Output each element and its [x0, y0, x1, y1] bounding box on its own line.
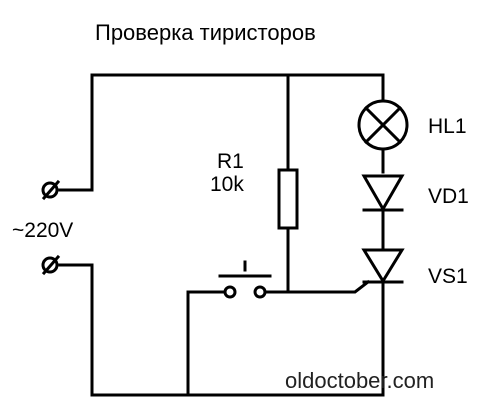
- thyristor-vs1: [361, 248, 405, 284]
- diode-vd1: [361, 174, 405, 213]
- supply-label: ~220V: [12, 219, 73, 242]
- resistor-value-label: 10k: [210, 173, 244, 196]
- watermark: oldoctober.com: [285, 368, 434, 393]
- diode-ref-label: VD1: [428, 185, 469, 208]
- terminal-top: [41, 179, 61, 201]
- resistor-ref-label: R1: [217, 150, 244, 173]
- thyristor-ref-label: VS1: [428, 265, 468, 288]
- wires: [58, 73, 385, 397]
- lamp-hl1: [357, 99, 409, 151]
- lamp-ref-label: HL1: [428, 115, 467, 138]
- diagram-title: Проверка тиристоров: [95, 20, 316, 45]
- push-button-switch: [218, 260, 272, 299]
- resistor-r1: [277, 168, 299, 230]
- terminal-bottom: [41, 254, 61, 276]
